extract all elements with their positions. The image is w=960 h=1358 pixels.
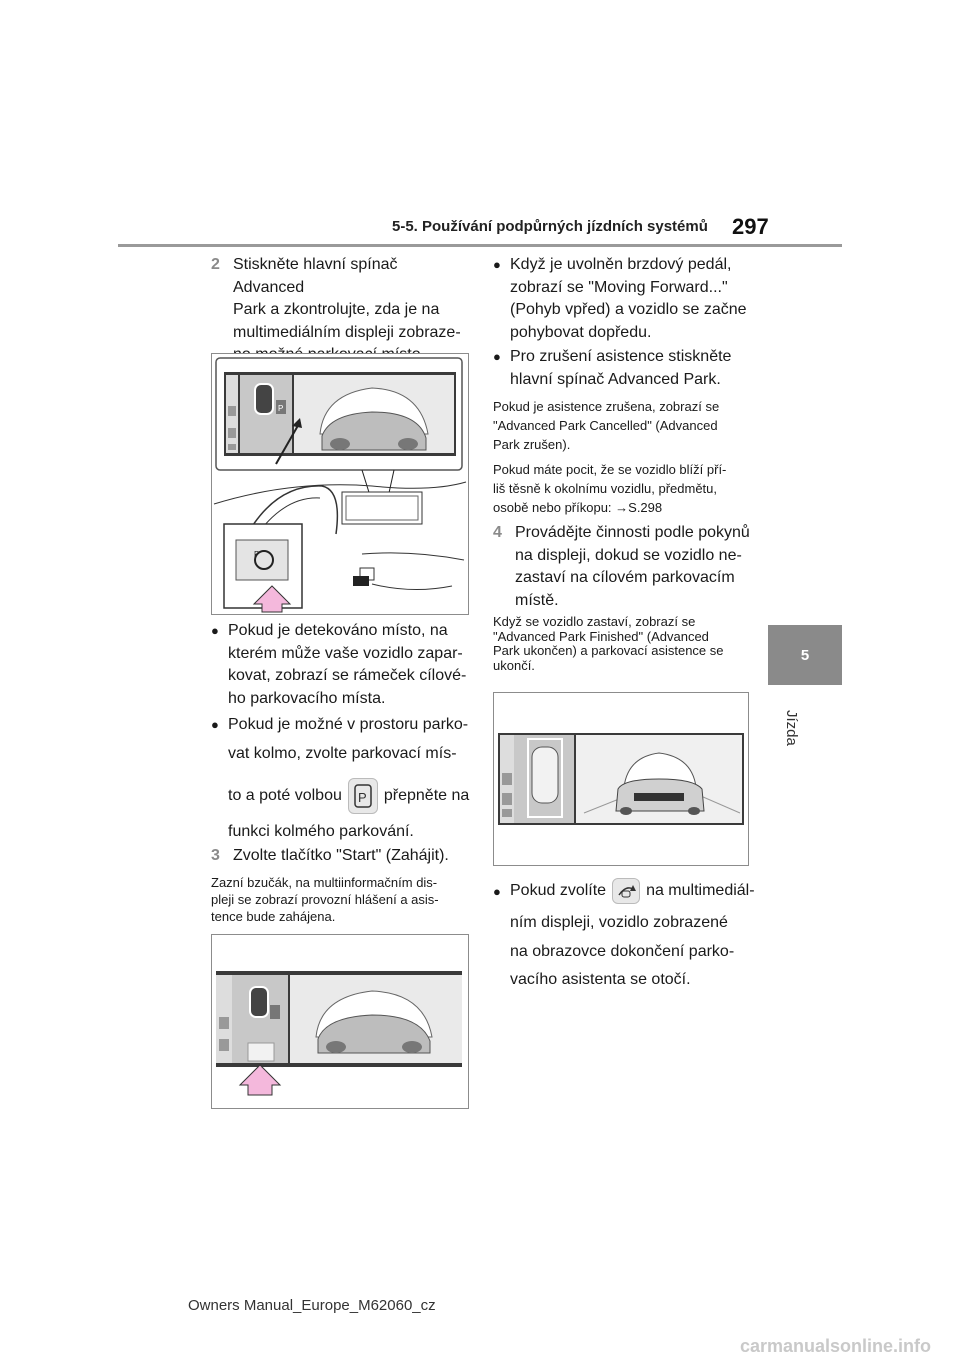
note-step-3: Zazní bzučák, na multiinformačním dis- p… <box>211 874 471 925</box>
bullet-icon: ● <box>211 717 219 732</box>
bullet-line: Pro zrušení asistence stiskněte <box>510 348 732 365</box>
note-cancelled: Pokud je asistence zrušena, zobrazí se "… <box>493 397 753 454</box>
bullet-line: na obrazovce dokončení parko- <box>510 942 735 960</box>
note-line: "Advanced Park Finished" (Advanced <box>493 628 709 644</box>
start-screen-illustration <box>216 971 462 1096</box>
bullet-line: vat kolmo, zvolte parkovací mís- <box>228 744 457 762</box>
parking-icon: P <box>278 404 283 413</box>
step-4-line: zastaví na cílovém parkovacím <box>515 569 735 586</box>
note-too-close: Pokud máte pocit, že se vozidlo blíží př… <box>493 460 753 517</box>
step-4: 4 Provádějte činnosti podle pokynů na di… <box>493 522 753 612</box>
bullet-perpendicular: ● Pokud je možné v prostoru parko- vat k… <box>211 714 471 844</box>
note-line: pleji se zobrazí provozní hlášení a asis… <box>211 892 439 907</box>
bullet-text: to a poté volbou <box>228 786 342 804</box>
bullet-line: ním displeji, vozidlo zobrazené <box>510 914 728 931</box>
figure-finished-screen <box>493 692 749 866</box>
bullet-line: Když je uvolněn brzdový pedál, <box>510 256 732 273</box>
bullet-text: Pokud zvolíte <box>510 881 607 899</box>
header-divider <box>118 244 842 247</box>
note-line: "Advanced Park Cancelled" (Advanced <box>493 418 718 433</box>
note-line: osobě nebo příkopu: →S.298 <box>493 500 663 515</box>
step-3-number: 3 <box>211 847 220 864</box>
step-4-line: Provádějte činnosti podle pokynů <box>515 524 750 541</box>
bullet-line: hlavní spínač Advanced Park. <box>510 370 721 388</box>
bullet-icon: ● <box>493 349 501 364</box>
bullet-line: kovat, zobrazí se rámeček cílové- <box>228 667 467 684</box>
bullet-line-with-icon: Pokud zvolíte na multimediál- <box>510 878 763 904</box>
note-step-4: Když se vozidlo zastaví, zobrazí se "Adv… <box>493 614 753 673</box>
svg-text:P: P <box>358 790 367 805</box>
bullet-line: vacího asistenta se otočí. <box>510 971 691 988</box>
note-line: Park ukončen) a parkovací asistence se <box>493 643 724 658</box>
bullet-line: funkci kolmého parkování. <box>228 823 414 840</box>
chapter-number: 5 <box>800 646 810 664</box>
step-4-line: na displeji, dokud se vozidlo ne- <box>515 546 742 564</box>
svg-text:P: P <box>254 550 259 559</box>
bullet-line: ho parkovacího místa. <box>228 689 386 707</box>
figure-advanced-park-switch: P P <box>211 353 469 615</box>
step-2-number: 2 <box>211 256 220 273</box>
bullet-line: kterém může vaše vozidlo zapar- <box>228 644 463 662</box>
step-4-number: 4 <box>493 524 502 541</box>
chapter-title: Jízda <box>783 710 800 746</box>
page-number: 297 <box>732 214 769 239</box>
dashboard-illustration: P P <box>213 357 467 613</box>
bullet-detected: ● Pokud je detekováno místo, na kterém m… <box>211 620 471 710</box>
note-line: Pokud máte pocit, že se vozidlo blíží př… <box>493 462 727 477</box>
chapter-tab: 5 <box>768 625 842 685</box>
note-line: liš těsně k okolnímu vozidlu, předmětu, <box>493 481 717 496</box>
bullet-cancel: ● Pro zrušení asistence stiskněte hlavní… <box>493 346 753 391</box>
bullet-icon: ● <box>493 884 501 899</box>
bullet-line: zobrazí se "Moving Forward..." <box>510 278 728 296</box>
bullet-text: přepněte na <box>383 786 470 804</box>
bullet-icon: ● <box>211 623 219 638</box>
bullet-moving-forward: ● Když je uvolněn brzdový pedál, zobrazí… <box>493 254 753 344</box>
finished-screen-illustration <box>498 733 744 825</box>
bullet-line: pohybovat dopředu. <box>510 323 652 341</box>
bullet-rotate: ● Pokud zvolíte na multimediál- ním disp… <box>493 878 763 992</box>
note-line: Když se vozidlo zastaví, zobrazí se <box>493 614 696 629</box>
footer-manual-id: Owners Manual_Europe_M62060_cz <box>188 1297 436 1314</box>
bullet-icon: ● <box>493 257 501 272</box>
step-2-line: multimediálním displeji zobraze- <box>233 323 461 341</box>
chapter-title-vertical: Jízda <box>780 710 804 770</box>
parking-mode-icon: P <box>347 778 378 814</box>
step-3-text: Zvolte tlačítko "Start" (Zahájit). <box>233 847 449 864</box>
note-line: Pokud je asistence zrušena, zobrazí se <box>493 399 720 414</box>
note-line: Park zrušen). <box>493 437 571 452</box>
rotate-vehicle-icon <box>612 878 641 904</box>
note-line: ukončí. <box>493 657 535 673</box>
step-4-line: místě. <box>515 591 559 609</box>
bullet-line: Pokud je možné v prostoru parko- <box>228 716 469 733</box>
step-3: 3 Zvolte tlačítko "Start" (Zahájit). <box>211 845 471 868</box>
step-2: 2 Stiskněte hlavní spínač Advanced Park … <box>211 254 471 367</box>
note-line: Zazní bzučák, na multiinformačním dis- <box>211 875 438 890</box>
note-line: tence bude zahájena. <box>211 909 336 924</box>
bullet-line: (Pohyb vpřed) a vozidlo se začne <box>510 301 747 318</box>
figure-start-screen <box>211 934 469 1109</box>
bullet-line-with-icon: to a poté volbou P přepněte na <box>228 778 471 814</box>
step-2-line: Park a zkontrolujte, zda je na <box>233 301 440 318</box>
section-title: 5-5. Používání podpůrných jízdních systé… <box>392 218 708 235</box>
bullet-line: Pokud je detekováno místo, na <box>228 622 448 639</box>
watermark: carmanualsonline.info <box>740 1336 932 1356</box>
bullet-text: na multimediál- <box>646 881 755 899</box>
step-2-line: Stiskněte hlavní spínač Advanced <box>233 256 398 296</box>
